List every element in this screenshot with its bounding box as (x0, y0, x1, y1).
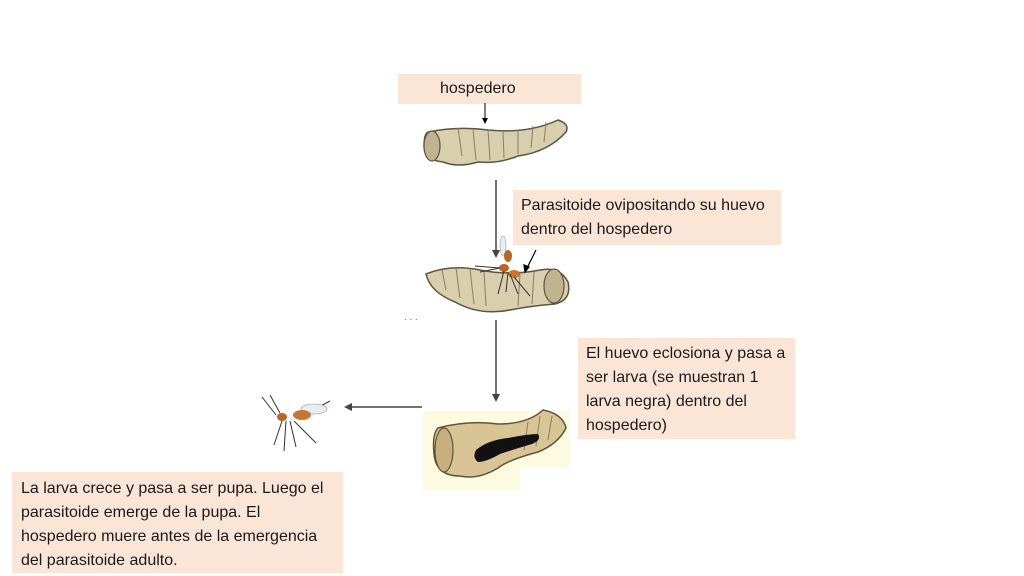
down-arrow-1 (492, 180, 500, 258)
parasitoid-wasp-ovipositing-icon (474, 235, 537, 297)
oviposition-label: Parasitoide ovipositando su huevo dentro… (513, 190, 781, 245)
host-larva-with-parasitoid-illustration (425, 267, 570, 313)
adult-parasitoid-wasp-icon (261, 394, 331, 452)
host-larva-with-parasitoid-larva-illustration (432, 409, 567, 478)
host-larva-illustration (423, 119, 568, 166)
ellipsis-dots: ··· (404, 314, 420, 325)
host-pointer-arrow (482, 103, 488, 124)
hatching-label: El huevo eclosiona y pasa a ser larva (s… (578, 338, 795, 439)
emergence-label: La larva crece y pasa a ser pupa. Luego … (12, 472, 343, 573)
left-arrow (344, 403, 422, 411)
parasitoid-larva (474, 434, 540, 462)
down-arrow-2 (492, 320, 500, 402)
host-label: hospedero (398, 74, 581, 104)
